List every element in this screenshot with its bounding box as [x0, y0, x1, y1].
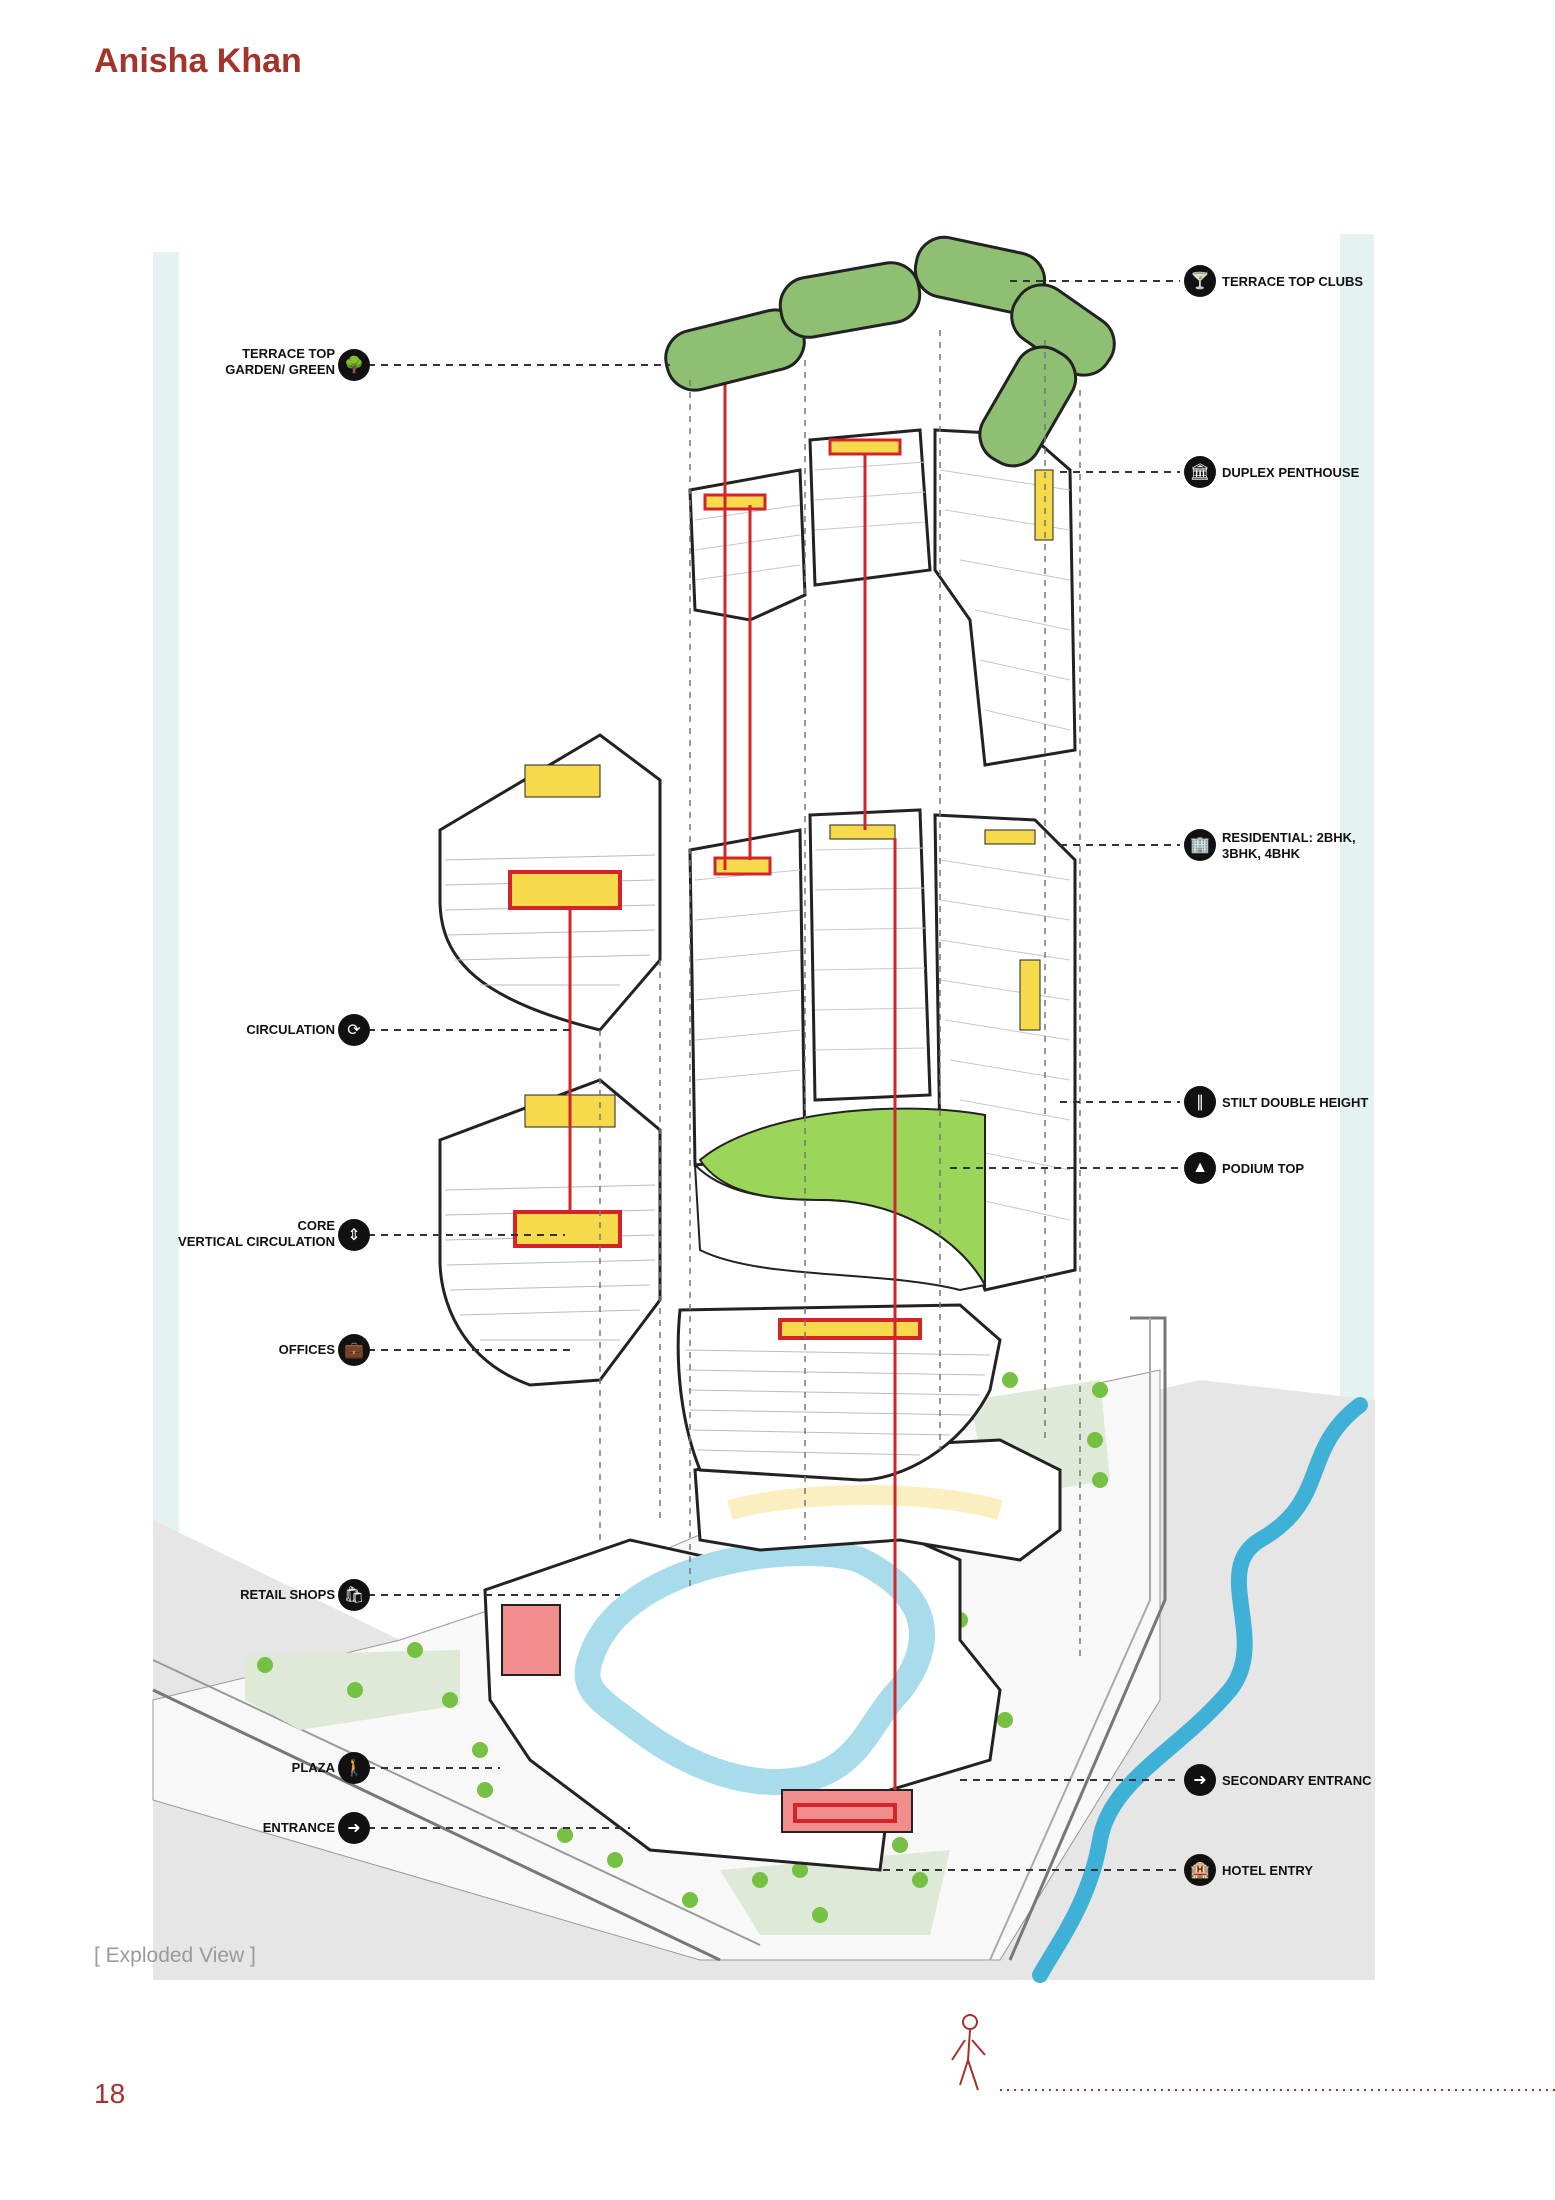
label-duplex-penthouse: DUPLEX PENTHOUSE — [1222, 465, 1360, 480]
label-podium-top: PODIUM TOP — [1222, 1161, 1305, 1176]
label-terrace-top-garden-line1: TERRACE TOP — [242, 346, 335, 361]
page-number: 18 — [94, 2078, 126, 2109]
podium-floor-lines — [684, 1349, 991, 1456]
elevator-icon: ⇕ — [338, 1219, 370, 1251]
exit-icon: ➜ — [1184, 1764, 1216, 1796]
author-name: Anisha Khan — [94, 42, 302, 80]
main-road — [152, 1688, 721, 1962]
backdrop-strip-right — [1340, 234, 1374, 1419]
highway — [1008, 1316, 1167, 1961]
label-residential-line2: 3BHK, 4BHK — [1222, 846, 1301, 861]
label-retail-shops: RETAIL SHOPS — [240, 1587, 335, 1602]
green-patch-bottom — [720, 1850, 950, 1935]
leader-lines — [368, 280, 1180, 1871]
label-core-line2: VERTICAL CIRCULATION — [178, 1234, 335, 1249]
retail-red-block — [501, 1604, 561, 1676]
shopping-bag-icon: 🛍 — [338, 1579, 370, 1611]
podium-top-base — [693, 1162, 987, 1292]
river — [1032, 1397, 1368, 1983]
tree-icon: 🌳 — [338, 349, 370, 381]
highway-edge — [989, 1318, 1151, 1961]
podium-icon: ▲ — [1184, 1152, 1216, 1184]
label-secondary-entrance: SECONDARY ENTRANC — [1222, 1773, 1372, 1788]
entrance-icon: ➜ — [338, 1812, 370, 1844]
label-residential-line1: RESIDENTIAL: 2BHK, — [1222, 830, 1356, 845]
label-circulation: CIRCULATION — [246, 1022, 335, 1037]
offices-lower-red-core — [513, 1210, 622, 1248]
figure-sketch — [951, 2014, 986, 2091]
circulation-icon: ⟳ — [338, 1014, 370, 1046]
label-stilt-double-height: STILT DOUBLE HEIGHT — [1222, 1095, 1369, 1110]
hotel-red-core — [793, 1803, 897, 1823]
label-core: CORE VERTICAL CIRCULATION — [178, 1218, 335, 1250]
cocktail-icon: 🍸 — [1184, 265, 1216, 297]
water-ring — [574, 1540, 936, 1795]
label-offices: OFFICES — [278, 1342, 335, 1357]
penthouse-towers — [688, 428, 1077, 767]
podium-lower-yellow — [727, 1485, 1003, 1520]
backdrop-strip-left — [153, 252, 179, 1602]
building-icon: 🏛 — [1184, 456, 1216, 488]
apartment-icon: 🏢 — [1184, 829, 1216, 861]
label-terrace-top-garden: TERRACE TOP GARDEN/ GREEN — [225, 346, 335, 378]
projection-lines — [599, 330, 1081, 1660]
briefcase-icon: 💼 — [338, 1334, 370, 1366]
terrace-roofs — [664, 235, 1116, 468]
label-residential: RESIDENTIAL: 2BHK, 3BHK, 4BHK — [1222, 830, 1356, 862]
label-terrace-top-clubs: TERRACE TOP CLUBS — [1222, 274, 1364, 289]
podium-red-core — [778, 1318, 922, 1340]
figure-caption: [ Exploded View ] — [94, 1944, 256, 1967]
label-core-line1: CORE — [297, 1218, 335, 1233]
hotel-icon: 🏨 — [1184, 1854, 1216, 1886]
walking-icon: 🚶 — [338, 1752, 370, 1784]
label-hotel-entry: HOTEL ENTRY — [1222, 1863, 1314, 1878]
columns-icon: ∥ — [1184, 1086, 1216, 1118]
label-terrace-top-garden-line2: GARDEN/ GREEN — [225, 362, 335, 377]
label-plaza: PLAZA — [291, 1760, 335, 1775]
offices-upper-yellow — [524, 764, 601, 798]
label-entrance: ENTRANCE — [262, 1820, 335, 1835]
offices-upper-red-core — [508, 870, 622, 910]
hotel-red-block — [781, 1789, 913, 1833]
main-road-edge — [152, 1659, 761, 1946]
